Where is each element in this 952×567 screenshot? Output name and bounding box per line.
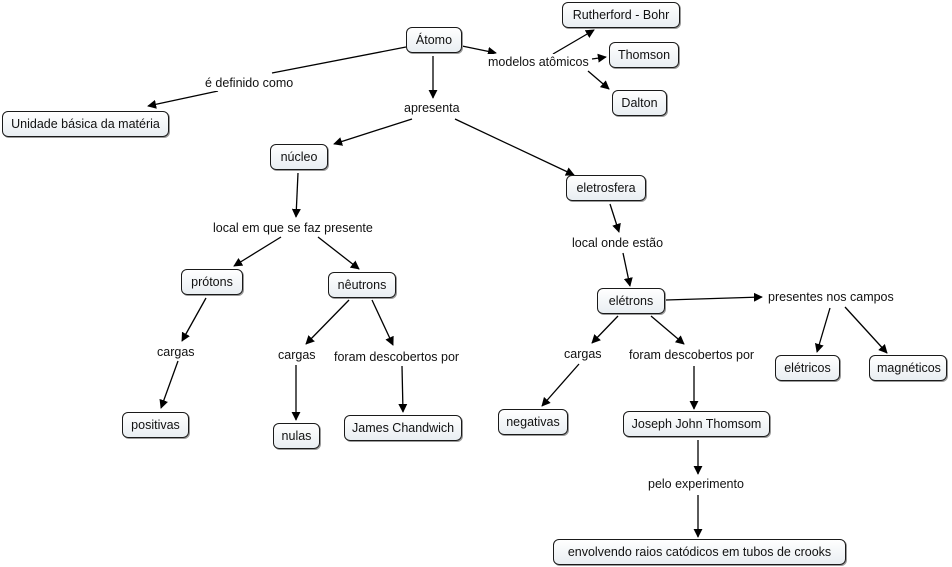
concept-negativas[interactable]: negativas [498,409,568,435]
phrase-local-presente: local em que se faz presente [211,220,375,236]
link-eletrosfera-local [609,203,621,233]
phrase-definido: é definido como [203,75,296,91]
concept-protons[interactable]: prótons [181,269,243,295]
phrase-presentes-campos: presentes nos campos [766,289,896,305]
concept-rutherford-bohr[interactable]: Rutherford - Bohr [562,2,680,28]
concept-eletrons[interactable]: elétrons [597,288,665,314]
concept-neutrons[interactable]: nêutrons [328,272,396,298]
link-local-protons [233,236,282,267]
link-eletrons-cargas [591,315,619,344]
link-atomo-definido [271,46,407,74]
phrase-local-estao: local onde estão [570,235,666,251]
phrase-cargas-eletrons: cargas [562,346,604,362]
concept-raios-catodicos[interactable]: envolvendo raios catódicos em tubos de c… [553,539,846,565]
link-eletrons-descobertos [650,315,685,345]
phrase-cargas-neutrons: cargas [276,347,318,363]
link-local-eletrons [622,252,633,287]
phrase-experimento: pelo experimento [646,476,746,492]
concept-dalton[interactable]: Dalton [612,90,667,116]
link-descobertos-chandwich [398,365,408,413]
link-eletrons-presentes [665,292,763,302]
link-definido-unidade [147,90,219,109]
concept-positivas[interactable]: positivas [122,412,189,438]
phrase-descobertos-neutrons: foram descobertos por [332,349,462,365]
link-protons-cargas [181,297,207,342]
concept-thomson[interactable]: Thomson [609,42,679,68]
link-local-neutrons [317,236,360,270]
link-atomo-modelos [461,45,497,56]
phrase-modelos-atomicos: modelos atômicos [486,54,591,70]
link-modelos-rutherford [552,29,595,55]
concept-nulas[interactable]: nulas [273,423,320,449]
link-presentes-eletricos [814,307,831,353]
link-presentes-magneticos [844,306,888,354]
concept-unidade-basica[interactable]: Unidade básica da matéria [2,111,169,137]
link-modelos-dalton [587,70,610,90]
link-cargas-positivas [159,360,179,409]
concept-atomo[interactable]: Átomo [406,27,462,53]
link-cargas-negativas [541,363,580,407]
concept-nucleo[interactable]: núcleo [270,144,328,170]
concept-joseph-john-thomsom[interactable]: Joseph John Thomsom [623,411,770,437]
link-nucleo-local [291,172,301,218]
link-apresenta-eletrosfera [454,118,575,176]
link-neutrons-descobertos [371,299,394,346]
concept-james-chandwich[interactable]: James Chandwich [344,415,462,441]
concept-eletrosfera[interactable]: eletrosfera [566,175,646,201]
link-neutrons-cargas [305,299,350,345]
link-apresenta-nucleo [333,118,413,146]
concept-eletricos[interactable]: elétricos [775,355,840,381]
phrase-descobertos-eletrons: foram descobertos por [627,347,757,363]
phrase-cargas-protons: cargas [155,344,197,360]
link-modelos-thomson [591,53,607,63]
concept-magneticos[interactable]: magnéticos [869,355,947,381]
phrase-apresenta: apresenta [402,100,462,116]
